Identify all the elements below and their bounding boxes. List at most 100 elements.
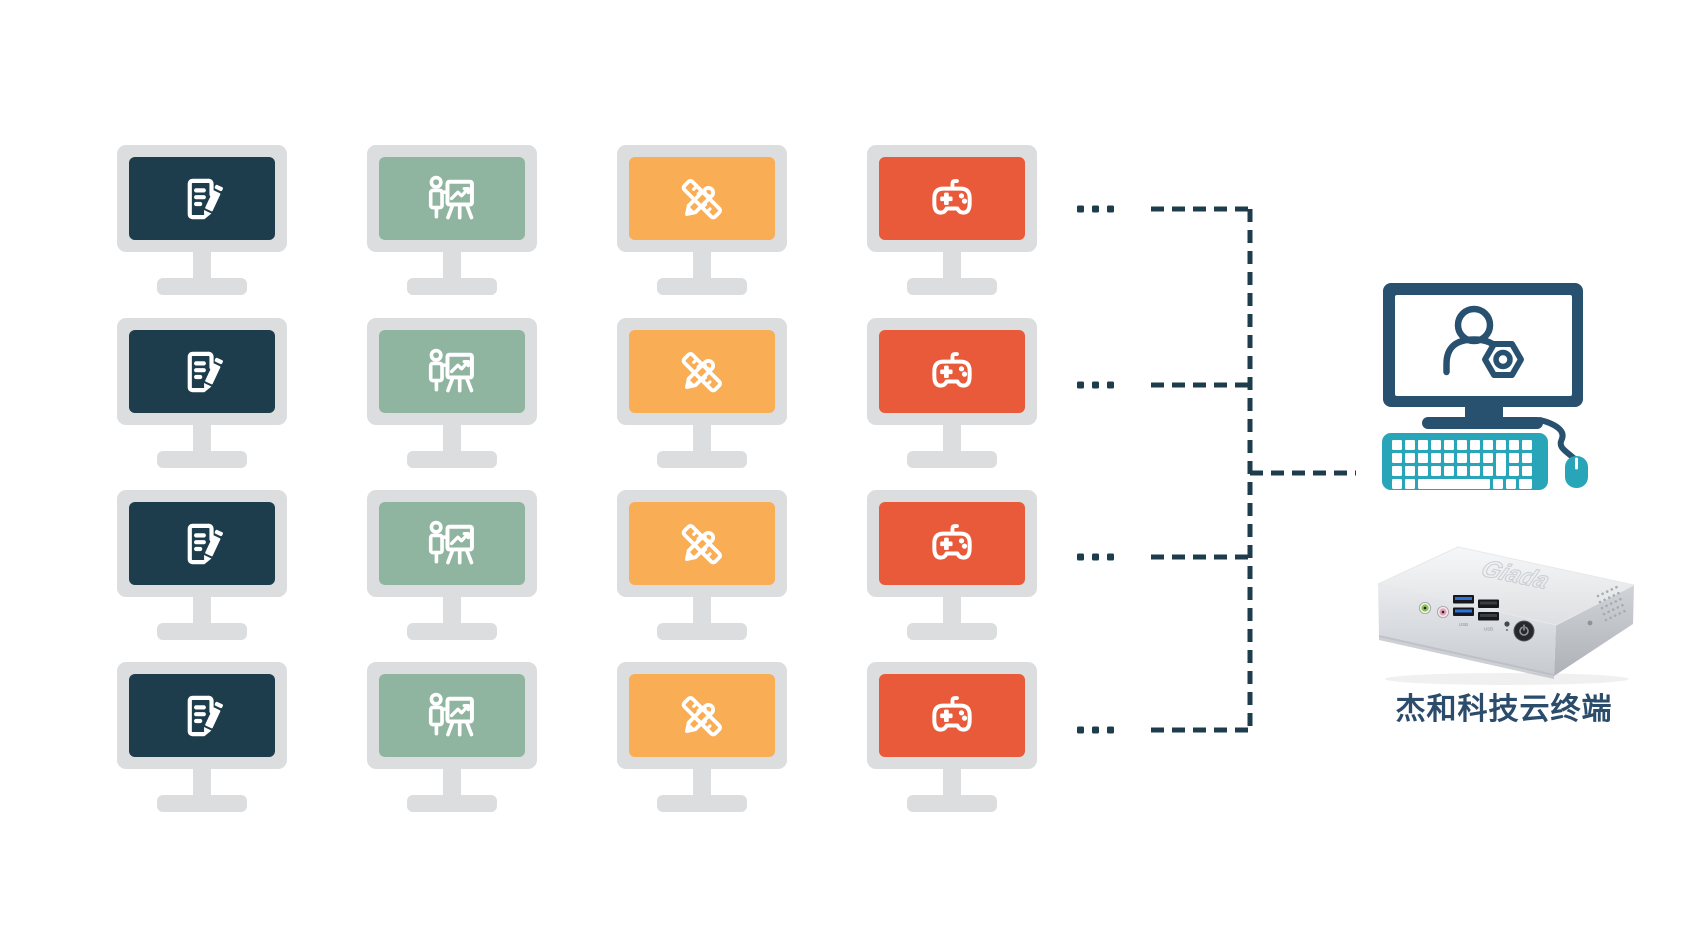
client-monitor-document-editing [117,490,287,641]
monitor-stand-base [407,795,497,812]
client-monitor-presentation [367,662,537,813]
monitor-stand-base [657,795,747,812]
gamepad-icon [932,523,972,560]
monitor-stand-base [657,451,747,468]
keyboard [1382,433,1548,490]
presenter-chart-icon [428,175,474,219]
ruler-pencil-icon [681,523,723,564]
monitor-screen [879,502,1025,585]
audio-jack-green [1419,602,1432,615]
monitor-frame [367,145,537,252]
monitor-stand-base [907,795,997,812]
desktop-stand-neck [1465,407,1503,420]
monitor-screen [879,330,1025,413]
client-monitor-presentation [367,318,537,469]
monitor-screen [129,674,275,757]
monitor-frame [117,318,287,425]
ruler-pencil-icon [681,178,723,219]
monitor-stand-base [907,451,997,468]
ellipsis-dot [1092,726,1099,734]
monitor-stand-neck [693,596,711,626]
monitor-stand-neck [693,251,711,281]
monitor-screen [379,502,525,585]
mouse [1565,456,1588,488]
client-monitor-design [617,662,787,813]
client-monitor-presentation [367,490,537,641]
monitor-screen [129,502,275,585]
ellipsis-dot [1077,726,1084,734]
monitor-frame [617,318,787,425]
monitor-frame [617,145,787,252]
monitor-frame [117,662,287,769]
pc-front-ports: USB USB [1419,585,1626,642]
monitor-stand-neck [943,596,961,626]
presenter-chart-icon [428,692,474,736]
presenter-chart-icon [428,348,474,392]
monitor-screen [629,157,775,240]
monitor-frame [617,490,787,597]
monitor-screen [629,674,775,757]
admin-computer-illustration [1382,283,1588,490]
audio-jack-mic [1437,606,1450,619]
power-button [1513,620,1535,642]
monitor-screen [129,330,275,413]
monitor-screen [629,330,775,413]
monitor-screen [379,330,525,413]
monitor-screen [379,157,525,240]
client-monitor-presentation [367,145,537,296]
monitor-stand-neck [193,424,211,454]
ellipsis-dot [1077,205,1084,213]
monitor-stand-base [907,278,997,295]
pc-right-face [1554,585,1634,676]
client-monitor-document-editing [117,662,287,813]
reset-hole [1504,621,1510,627]
ellipsis-dot [1077,553,1084,561]
monitor-stand-base [157,278,247,295]
ruler-pencil-icon [681,695,723,736]
desktop-monitor [1383,283,1583,429]
pc-shadow [1385,673,1629,685]
gamepad-icon [932,695,972,732]
monitor-stand-neck [943,251,961,281]
keyboard-keys [1392,440,1532,489]
client-monitor-document-editing [117,145,287,296]
monitor-stand-base [157,795,247,812]
gamepad-icon [932,351,972,388]
ellipsis-dot [1092,553,1099,561]
monitor-frame [367,318,537,425]
monitor-screen [879,157,1025,240]
client-monitor-gaming [867,662,1037,813]
monitor-stand-neck [443,596,461,626]
pc-top-face [1377,546,1635,626]
ellipsis-dot [1107,205,1114,213]
monitor-stand-neck [443,251,461,281]
mouse-cable [1537,417,1577,461]
device-label: 杰和科技云终端 [1395,693,1613,726]
monitor-stand-neck [443,768,461,798]
cloud-terminal-device: Giada USB USB [1377,546,1635,685]
client-monitor-design [617,145,787,296]
monitor-frame [867,318,1037,425]
monitor-frame [117,490,287,597]
monitor-screen [629,502,775,585]
monitor-stand-base [407,451,497,468]
client-monitor-design [617,318,787,469]
monitor-stand-neck [193,768,211,798]
client-monitor-design [617,490,787,641]
monitor-frame [617,662,787,769]
monitor-frame [867,490,1037,597]
monitor-stand-neck [193,596,211,626]
monitor-screen [379,674,525,757]
document-edit-icon [187,523,223,564]
document-edit-icon [187,351,223,392]
monitor-frame [367,662,537,769]
monitor-stand-neck [943,768,961,798]
ellipsis-dot [1107,553,1114,561]
mouse-body [1565,456,1588,488]
client-monitor-document-editing [117,318,287,469]
monitor-stand-neck [193,251,211,281]
led-dot [1506,629,1508,631]
